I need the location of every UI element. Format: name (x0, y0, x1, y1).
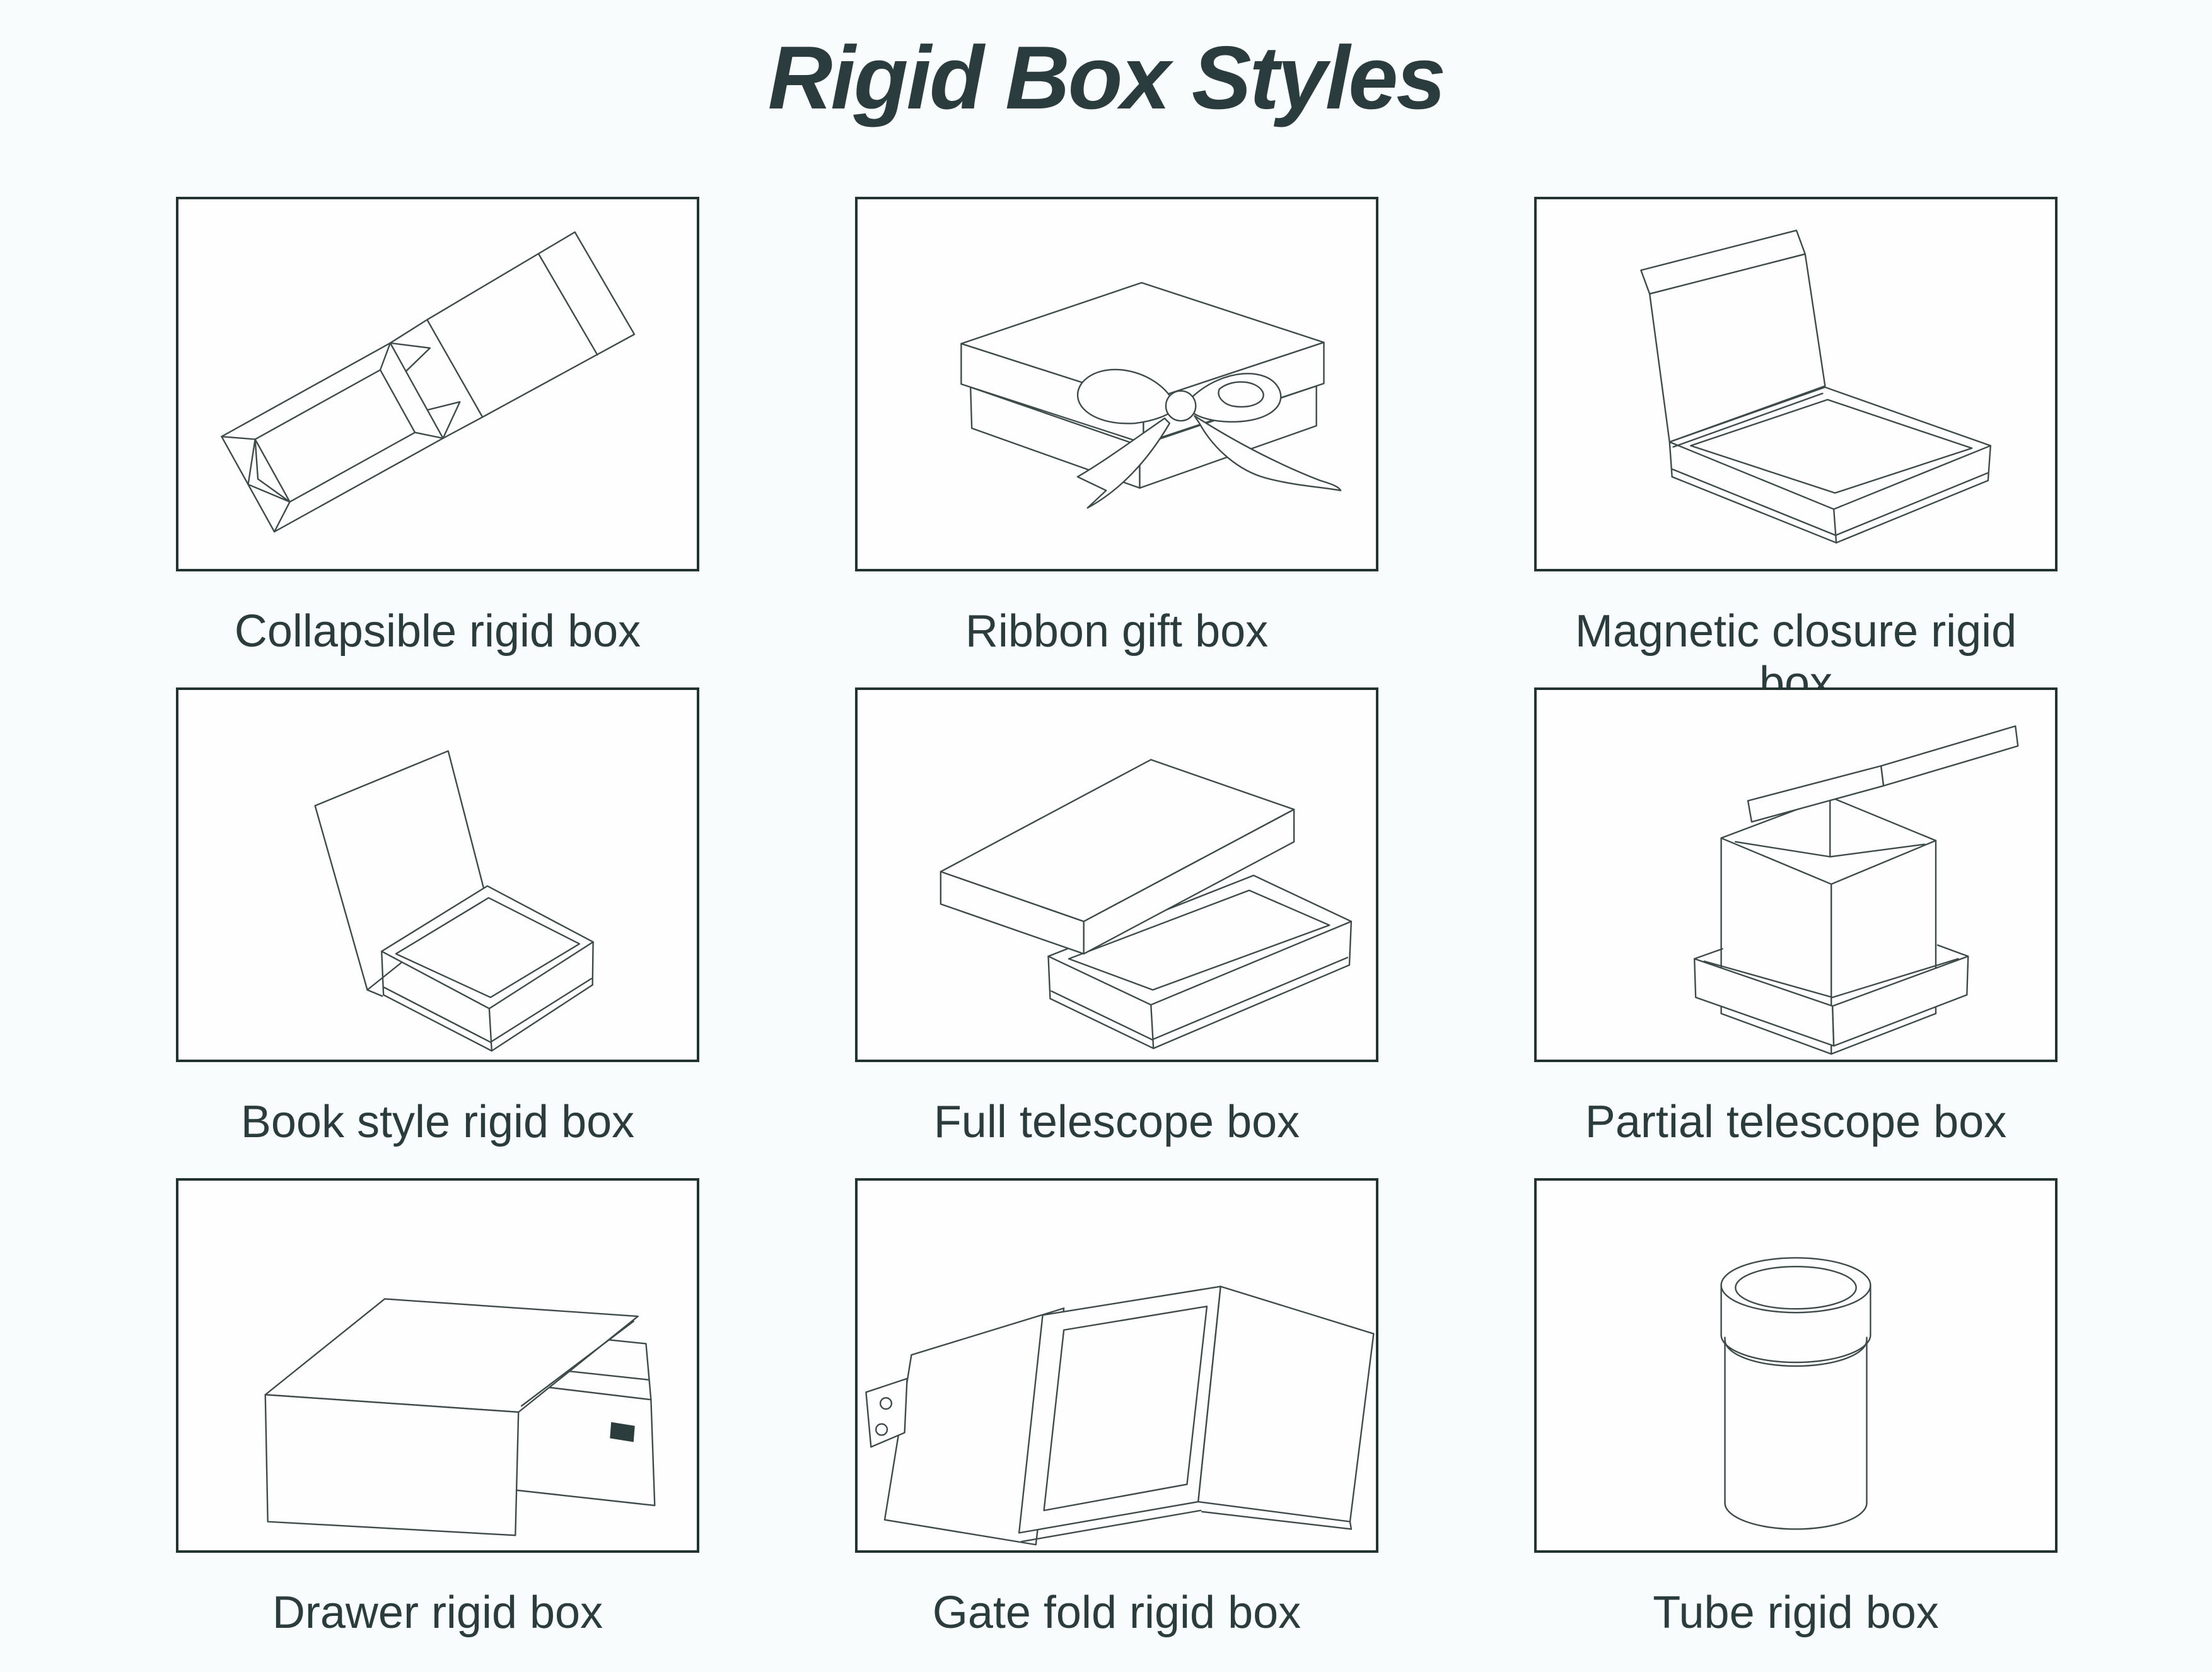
drawing-frame (855, 1178, 1378, 1553)
drawing-frame (176, 687, 699, 1062)
cell-book-style-rigid-box: Book style rigid box (176, 687, 699, 1178)
box-style-label: Collapsible rigid box (234, 606, 641, 657)
tube-rigid-box-drawing (1720, 1257, 1871, 1530)
ribbon-gift-box-drawing (960, 282, 1342, 509)
box-styles-grid: Collapsible rigid box Rib (176, 197, 2058, 1669)
cell-gate-fold-rigid-box: Gate fold rigid box (855, 1178, 1378, 1669)
box-style-label: Tube rigid box (1653, 1587, 1939, 1638)
full-telescope-box-drawing (940, 759, 1353, 1049)
cell-collapsible-rigid-box: Collapsible rigid box (176, 197, 699, 687)
book-style-rigid-box-drawing (314, 750, 594, 1052)
box-style-label: Gate fold rigid box (932, 1587, 1301, 1638)
drawing-frame (1534, 1178, 2058, 1553)
box-style-label: Ribbon gift box (965, 606, 1269, 657)
magnetic-closure-rigid-box-drawing (1640, 230, 1991, 544)
cell-full-telescope-box: Full telescope box (855, 687, 1378, 1178)
gate-fold-rigid-box-drawing (865, 1285, 1375, 1546)
collapsible-rigid-box-drawing (221, 231, 636, 533)
box-style-label: Drawer rigid box (272, 1587, 603, 1638)
box-style-label: Partial telescope box (1585, 1097, 2007, 1147)
drawing-frame (176, 197, 699, 571)
drawing-frame (1534, 687, 2058, 1062)
page-title: Rigid Box Styles (767, 28, 1446, 128)
drawing-frame (1534, 197, 2058, 571)
partial-telescope-box-drawing (1694, 725, 2019, 1055)
box-style-label: Full telescope box (933, 1097, 1300, 1147)
cell-drawer-rigid-box: Drawer rigid box (176, 1178, 699, 1669)
drawing-frame (855, 687, 1378, 1062)
box-style-label: Book style rigid box (240, 1097, 635, 1147)
drawer-rigid-box-drawing (264, 1298, 656, 1536)
drawing-frame (855, 197, 1378, 571)
cell-magnetic-closure-rigid-box: Magnetic closure rigid box (1534, 197, 2058, 708)
cell-tube-rigid-box: Tube rigid box (1534, 1178, 2058, 1669)
cell-partial-telescope-box: Partial telescope box (1534, 687, 2058, 1178)
drawing-frame (176, 1178, 699, 1553)
cell-ribbon-gift-box: Ribbon gift box (855, 197, 1378, 687)
